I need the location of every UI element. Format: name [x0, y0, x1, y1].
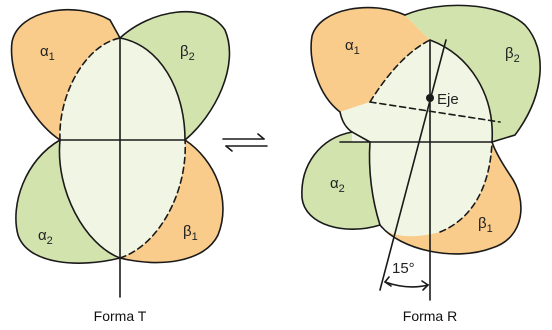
- form-t-diagram: α1 β2 α2 β1 Forma T: [12, 10, 230, 324]
- equilibrium-arrows: ⇌: [223, 134, 267, 151]
- form-r-axis-label: Eje: [437, 91, 459, 108]
- form-r-axis-point: [426, 94, 434, 102]
- form-r-alpha2-subunit: [302, 132, 380, 229]
- form-r-diagram: Eje 15° α1 β2 α2 β1 Forma R: [302, 5, 540, 324]
- form-r-caption: Forma R: [403, 308, 457, 324]
- form-r-angle-label: 15°: [392, 260, 415, 277]
- form-t-caption: Forma T: [94, 308, 147, 324]
